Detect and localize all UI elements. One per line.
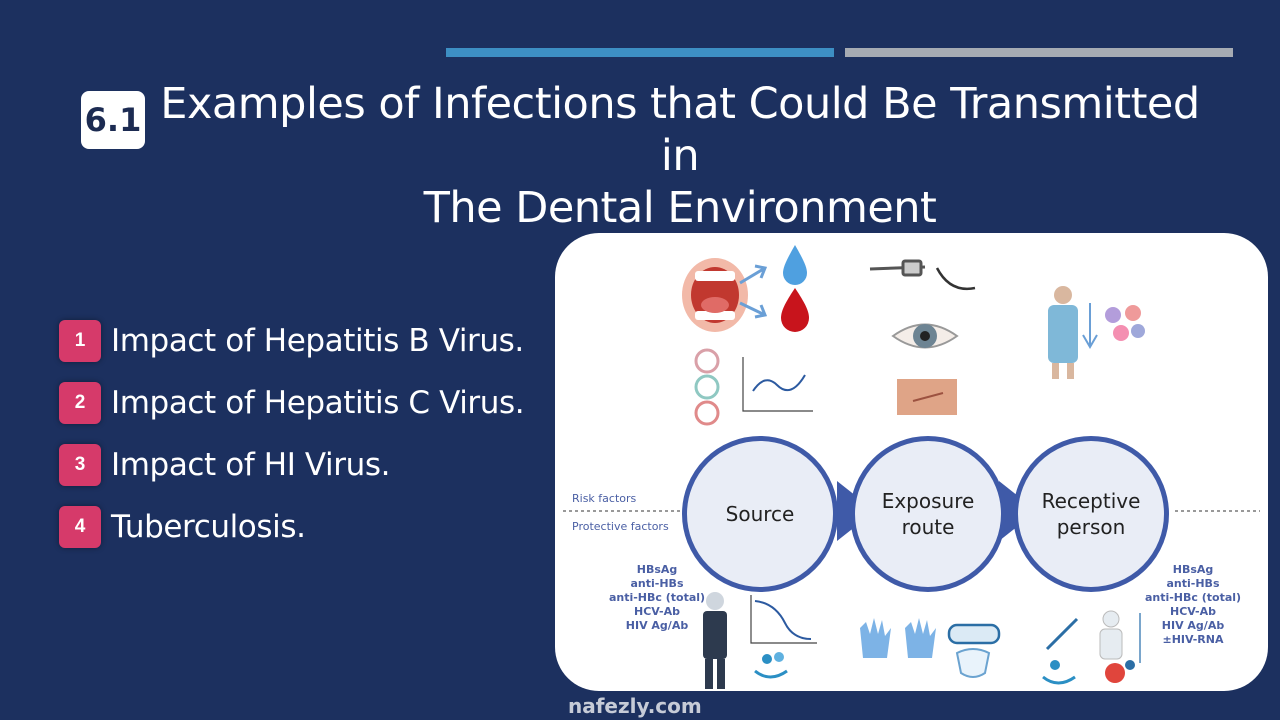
section-badge: 6.1 <box>81 91 145 149</box>
item-label: Impact of HI Virus. <box>111 447 391 483</box>
arrows-icon <box>739 264 768 319</box>
item-label: Impact of Hepatitis B Virus. <box>111 323 524 359</box>
marker-item: anti-HBs <box>1166 577 1220 590</box>
protective-factors-label: Protective factors <box>572 520 669 533</box>
slide-title: Examples of Infections that Could Be Tra… <box>160 78 1200 234</box>
vaccine-syringe-icon <box>1045 617 1079 651</box>
receptive-person-circle: Receptive person <box>1013 436 1169 592</box>
marker-item: ±HIV-RNA <box>1162 633 1224 646</box>
suture-needle-icon <box>935 267 976 291</box>
marker-item: HBsAg <box>636 563 678 576</box>
item-label: Tuberculosis. <box>111 509 306 545</box>
list-item: 4 Tuberculosis. <box>59 496 524 558</box>
title-line-2: The Dental Environment <box>423 183 937 233</box>
receptive-markers-list: HBsAg anti-HBs anti-HBc (total) HCV-Ab H… <box>1143 563 1243 647</box>
marker-item: HIV Ag/Ab <box>1161 619 1225 632</box>
title-line-1: Examples of Infections that Could Be Tra… <box>160 79 1200 181</box>
exposure-route-circle: Exposure route <box>850 436 1006 592</box>
blood-cells-icon <box>1105 305 1145 341</box>
marker-item: anti-HBc (total) <box>608 591 706 604</box>
receptive-label-line-1: Receptive <box>1041 489 1141 513</box>
hand-pills-icon-right <box>1042 660 1076 685</box>
item-number-badge: 2 <box>59 382 101 424</box>
risk-factors-label: Risk factors <box>572 492 637 505</box>
virus-particles-icon <box>694 348 720 426</box>
viral-load-chart-icon <box>742 357 813 412</box>
item-number-badge: 4 <box>59 506 101 548</box>
item-number-badge: 1 <box>59 320 101 362</box>
professional-person-icon <box>703 592 727 689</box>
transmission-diagram: Source Exposure route Receptive person R… <box>555 233 1268 691</box>
source-circle: Source <box>682 436 838 592</box>
antibody-decay-chart-icon <box>750 595 817 644</box>
marker-item: HCV-Ab <box>634 605 680 618</box>
item-label: Impact of Hepatitis C Virus. <box>111 385 525 421</box>
receptive-label-line-2: person <box>1056 515 1126 539</box>
exposure-label-line-1: Exposure <box>881 489 975 513</box>
gloves-icon <box>860 618 936 658</box>
topic-list: 1 Impact of Hepatitis B Virus. 2 Impact … <box>59 310 525 558</box>
watermark-logo-latin: nafezly.com <box>568 694 702 718</box>
patient-icon <box>1048 286 1078 379</box>
list-item: 1 Impact of Hepatitis B Virus. <box>59 310 524 372</box>
list-item: 2 Impact of Hepatitis C Virus. <box>59 372 525 434</box>
mouth-icon <box>682 258 748 332</box>
virus-cell-icon <box>1105 660 1135 683</box>
patient-iv-icon <box>1099 610 1141 663</box>
blood-drop-icon <box>781 288 809 332</box>
marker-item: anti-HBc (total) <box>1144 591 1242 604</box>
list-item: 3 Impact of HI Virus. <box>59 434 524 496</box>
marker-item: HCV-Ab <box>1170 605 1216 618</box>
source-label: Source <box>725 502 795 526</box>
watermark-logo-arabic: نفذلي <box>566 640 683 684</box>
hand-pills-icon <box>754 652 788 679</box>
marker-item: anti-HBs <box>630 577 684 590</box>
source-markers-list: HBsAg anti-HBs anti-HBc (total) HCV-Ab H… <box>607 563 707 633</box>
item-number-badge: 3 <box>59 444 101 486</box>
marker-item: HIV Ag/Ab <box>625 619 689 632</box>
eye-icon <box>891 323 959 349</box>
syringe-icon <box>869 259 926 277</box>
accent-bar-gray <box>845 48 1233 57</box>
accent-bar-blue <box>446 48 834 57</box>
goggles-mask-icon <box>947 623 1001 678</box>
down-arrow-icon <box>1082 303 1098 349</box>
exposure-label-line-2: route <box>901 515 955 539</box>
water-drop-icon <box>783 245 807 285</box>
marker-item: HBsAg <box>1172 563 1214 576</box>
